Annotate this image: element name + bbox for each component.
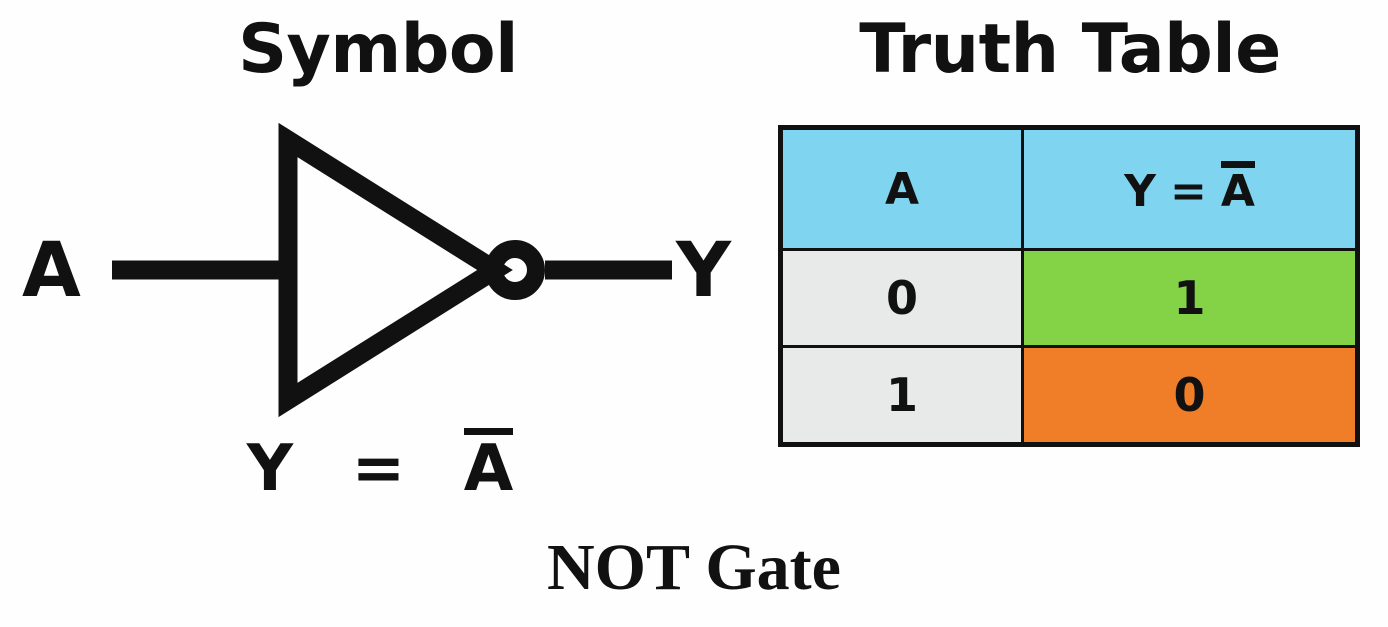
- header-output-operator: =: [1169, 166, 1207, 217]
- table-row: 0 1: [779, 248, 1359, 348]
- symbol-expression: Y = A: [160, 428, 600, 506]
- cell-output-value: 1: [1021, 248, 1359, 348]
- expression-operand-overlined: A: [463, 428, 514, 501]
- output-terminal-label: Y: [676, 225, 732, 314]
- header-output-operand-overlined: A: [1220, 161, 1255, 214]
- header-cell-output: Y = A: [1021, 126, 1359, 251]
- table-header-row: A Y = A: [779, 126, 1359, 251]
- expression-lhs: Y: [246, 432, 294, 506]
- not-gate-icon: [112, 122, 672, 418]
- cell-output-value: 0: [1021, 345, 1359, 446]
- header-output-lhs: Y: [1124, 166, 1156, 217]
- table-row: 1 0: [779, 345, 1359, 446]
- not-gate-symbol-panel: A Y: [0, 110, 760, 440]
- input-terminal-label: A: [22, 225, 81, 314]
- truth-table-section-title: Truth Table: [859, 10, 1281, 89]
- diagram-caption: NOT Gate: [547, 531, 841, 604]
- inversion-bubble-icon: [485, 240, 545, 300]
- gate-triangle: [278, 122, 513, 418]
- symbol-section-title: Symbol: [238, 10, 518, 89]
- expression-operator: =: [351, 432, 406, 506]
- cell-input-value: 1: [779, 345, 1024, 446]
- cell-input-value: 0: [779, 248, 1024, 348]
- header-cell-input: A: [779, 126, 1024, 251]
- truth-table: A Y = A 0 1 1 0: [778, 125, 1360, 447]
- header-input-label: A: [884, 163, 920, 215]
